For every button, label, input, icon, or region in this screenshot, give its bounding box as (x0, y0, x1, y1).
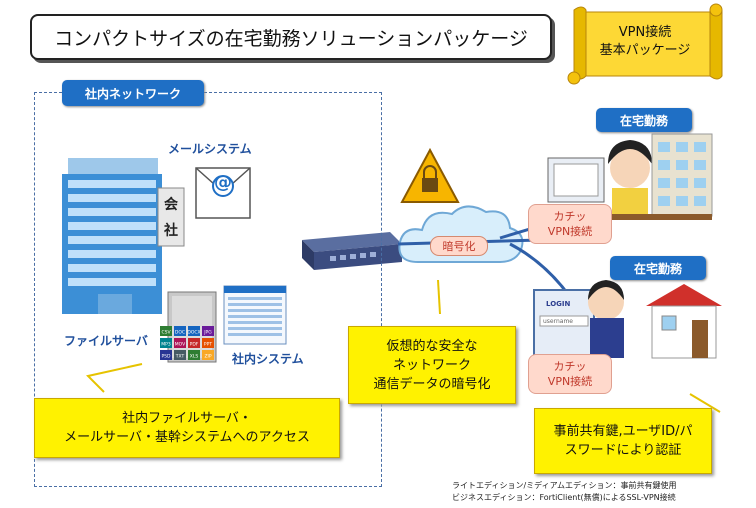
file-tag-label: DOCX (187, 330, 200, 336)
footnote-line2: ビジネスエディション：FortiClient(無償)によるSSL-VPN接続 (452, 493, 676, 502)
callout-pointers (86, 279, 721, 413)
at-sign-icon: @ (214, 172, 232, 193)
secure-network-line2: ネットワーク (392, 357, 471, 373)
file-tag-label: TXT (175, 354, 185, 360)
vpn-connect-bubble-1: カチッ VPN接続 (528, 204, 612, 244)
file-tag (202, 338, 214, 348)
internal-network-frame (34, 92, 382, 487)
vpn-package-label: VPN接続 基本パッケージ (570, 24, 720, 60)
file-tag (160, 326, 172, 336)
file-tag (174, 350, 186, 360)
file-tag (160, 350, 172, 360)
remote-worker-1 (547, 133, 713, 220)
file-tag-label: PPT (204, 342, 212, 348)
auth-callout-line2: スワードにより認証 (564, 443, 682, 458)
internal-system-label: 社内システム (232, 352, 304, 366)
file-server-label: ファイルサーバ (64, 334, 148, 348)
page-title: コンパクトサイズの在宅勤務ソリューションパッケージ (30, 14, 552, 60)
secure-network-callout: 仮想的な安全な ネットワーク 通信データの暗号化 (348, 326, 516, 404)
company-sign-char-2: 社 (164, 223, 178, 239)
access-callout-line1: 社内ファイルサーバ・ (122, 411, 252, 426)
username-text: username (543, 318, 573, 325)
file-tag-label: MOV (175, 342, 186, 348)
file-tag (188, 338, 200, 348)
remote-worker-2 (533, 280, 722, 359)
access-callout: 社内ファイルサーバ・ メールサーバ・基幹システムへのアクセス (34, 398, 340, 458)
mail-system-label: メールシステム (168, 142, 252, 156)
internal-system-screen-icon (223, 285, 287, 345)
file-tag-label: XLS (190, 354, 199, 360)
file-tag-label: ZIP (204, 354, 211, 360)
auth-callout: 事前共有鍵,ユーザID/パ スワードにより認証 (534, 408, 712, 474)
warning-lock-icon (400, 147, 460, 203)
footnote-line1: ライトエディション/ミディアムエディション：事前共有鍵使用 (452, 481, 677, 490)
file-tag-label: MP3 (161, 342, 171, 348)
login-text: LOGIN (546, 300, 571, 308)
file-tag-label: PSD (161, 354, 171, 360)
vpn-router-icon (302, 232, 402, 270)
file-tag (202, 326, 214, 336)
company-sign-char-1: 会 (164, 197, 178, 213)
vpn-package-banner: VPN接続 基本パッケージ (570, 10, 720, 82)
encryption-label: 暗号化 (430, 236, 488, 256)
internal-network-label: 社内ネットワーク (62, 80, 204, 106)
file-tag (188, 326, 200, 336)
company-sign: 会 社 (158, 192, 184, 244)
file-tag-label: DOC (175, 330, 185, 336)
file-tag-label: PDF (190, 342, 199, 348)
auth-callout-line1: 事前共有鍵,ユーザID/パ (553, 424, 693, 439)
footnote: ライトエディション/ミディアムエディション：事前共有鍵使用 ビジネスエディション… (452, 480, 676, 504)
vpn-package-line1: VPN接続 (618, 25, 672, 40)
file-tag-label: JPG (203, 330, 212, 336)
home-work-label-2: 在宅勤務 (610, 256, 706, 280)
office-building (62, 158, 185, 314)
vpn-connect-bubble-2: カチッ VPN接続 (528, 354, 612, 394)
secure-network-line3: 通信データの暗号化 (373, 376, 491, 392)
email-envelope-icon (195, 167, 251, 219)
file-tag (160, 338, 172, 348)
file-tag (174, 326, 186, 336)
file-tag (174, 338, 186, 348)
bubble-2-line1: カチッ (553, 360, 587, 373)
file-tag (202, 350, 214, 360)
access-callout-line2: メールサーバ・基幹システムへのアクセス (64, 430, 310, 445)
vpn-package-line2: 基本パッケージ (599, 43, 691, 58)
file-tag-label: CSV (161, 330, 171, 336)
file-tag (188, 350, 200, 360)
secure-network-line1: 仮想的な安全な (386, 338, 478, 354)
scroll-banner (567, 3, 723, 85)
bubble-1-line2: VPN接続 (547, 225, 593, 238)
home-work-label-1: 在宅勤務 (596, 108, 692, 132)
bubble-1-line1: カチッ (553, 210, 587, 223)
bubble-2-line2: VPN接続 (547, 375, 593, 388)
